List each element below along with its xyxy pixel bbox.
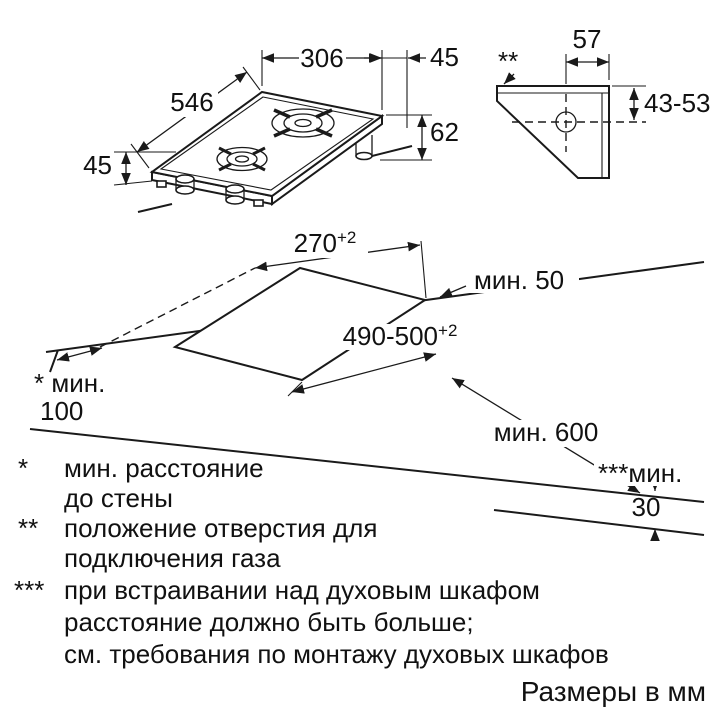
dim-min-100: * мин. 100 — [34, 346, 105, 426]
control-knob — [225, 184, 245, 205]
dim-490-500-label: 490-500+2 — [343, 321, 458, 351]
footnote-marker: ** — [18, 513, 38, 543]
footnotes: * мин. расстояние до стены ** положение … — [14, 453, 609, 669]
hob-foot — [156, 180, 167, 188]
dim-490-500-tolerance: +2 — [438, 321, 457, 340]
footnote-line: расстояние должно быть больше; — [64, 607, 474, 637]
dim-45-top: 45 — [364, 42, 459, 128]
worktop-edge-segment — [367, 145, 413, 158]
dim-45-left: 45 — [83, 150, 176, 186]
worktop-depth-label: мин. 600 — [494, 417, 599, 447]
hob-side-view: 57 ** 43-53 — [496, 24, 711, 179]
dim-546: 546 — [130, 66, 261, 169]
footnote-marker: * — [18, 453, 28, 483]
units-note: Размеры в мм — [521, 676, 706, 707]
footnote-line: при встраивании над духовым шкафом — [64, 575, 540, 605]
dim-270-label: 270+2 — [294, 228, 357, 258]
footnote-line: подключения газа — [64, 543, 281, 573]
burner-large — [271, 108, 335, 138]
dim-45-top-label: 45 — [430, 42, 459, 72]
worktop-edge-segment — [137, 203, 173, 213]
dim-306-label: 306 — [300, 43, 343, 73]
gas-connection-pipe — [355, 132, 373, 161]
footnote-line: мин. расстояние — [64, 453, 264, 483]
worktop-installation-view: 270+2 мин. 50 490-500+2 * мин. 100 мин. … — [29, 228, 705, 541]
footnote-line: положение отверстия для — [64, 513, 377, 543]
worktop-left-edge — [49, 349, 59, 373]
oven-gap-label-line2: 30 — [632, 492, 661, 522]
dim-57: 57 — [565, 24, 610, 84]
gas-marker-label: ** — [498, 46, 518, 76]
side-section-outline — [496, 85, 610, 179]
hob-foot — [253, 199, 264, 207]
dim-490-500: 490-500+2 — [287, 321, 463, 397]
footnote-line: до стены — [64, 483, 173, 513]
dim-min-30: ***мин. 30 — [594, 458, 698, 541]
dim-270-tolerance: +2 — [337, 228, 356, 247]
dim-62: 62 — [380, 114, 459, 161]
dim-62-label: 62 — [430, 117, 459, 147]
dim-270-value: 270 — [294, 228, 337, 258]
footnote-line: см. требования по монтажу духовых шкафов — [64, 639, 609, 669]
dim-min-50: мин. 50 — [439, 265, 579, 298]
oven-gap-label-line1: ***мин. — [598, 458, 682, 488]
side-clearance-label-line2: 100 — [40, 396, 83, 426]
dim-306: 306 — [261, 43, 383, 110]
side-clearance-label-line1: * мин. — [34, 368, 105, 398]
dim-45-left-label: 45 — [83, 150, 112, 180]
dim-270: 270+2 — [254, 228, 427, 299]
dim-490-500-value: 490-500 — [343, 321, 438, 351]
wall-clearance-label: мин. 50 — [474, 265, 564, 295]
control-knob — [175, 174, 195, 195]
dim-43-53: 43-53 — [612, 85, 711, 120]
oven-front-line — [493, 509, 705, 536]
gas-marker-leader — [503, 72, 516, 85]
gas-position-marker: ** — [498, 46, 518, 85]
worktop-cutout — [172, 266, 428, 382]
dim-546-label: 546 — [170, 87, 213, 117]
footnote-marker: *** — [14, 575, 44, 605]
cutout-extension-dashed-line — [99, 267, 256, 348]
dim-43-53-label: 43-53 — [644, 88, 711, 118]
dim-57-label: 57 — [573, 24, 602, 54]
hob-isometric-view: 306 45 546 45 62 — [83, 42, 459, 213]
